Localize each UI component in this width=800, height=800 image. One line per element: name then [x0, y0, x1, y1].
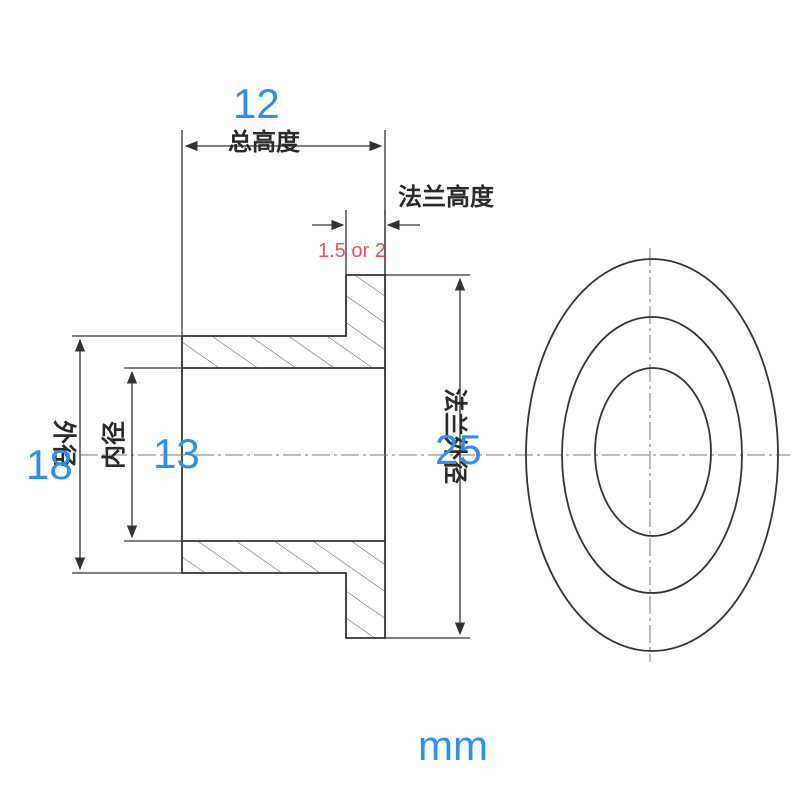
flange-height-label: 法兰高度 [398, 183, 495, 211]
flange-height-value: 1.5 or 2 [318, 240, 386, 262]
outer-diameter-dimension [72, 335, 182, 574]
inner-diameter-value: 13 [153, 430, 200, 477]
flange-outer-diameter-value: 25 [435, 426, 482, 473]
upper-wall-section [181, 274, 386, 369]
total-height-value: 12 [233, 80, 280, 127]
flange-outer-diameter-dimension [385, 274, 470, 639]
total-height-label: 总高度 [228, 128, 301, 156]
bore-circle [594, 367, 712, 537]
flange-outer-diameter-label: 法兰外径 [441, 388, 469, 484]
unit-label: mm [418, 722, 488, 769]
side-section-view [181, 274, 386, 639]
front-view [515, 248, 790, 662]
inner-diameter-dimension [124, 367, 182, 542]
outer-diameter-label: 外径 [50, 420, 78, 468]
flange-outer-circle [525, 258, 779, 652]
flange-height-dimension [312, 210, 420, 275]
sleeve-outer-circle [561, 316, 743, 594]
lower-wall-section [181, 540, 386, 639]
outer-diameter-value: 18 [26, 441, 73, 488]
inner-diameter-label: 内径 [100, 421, 128, 469]
